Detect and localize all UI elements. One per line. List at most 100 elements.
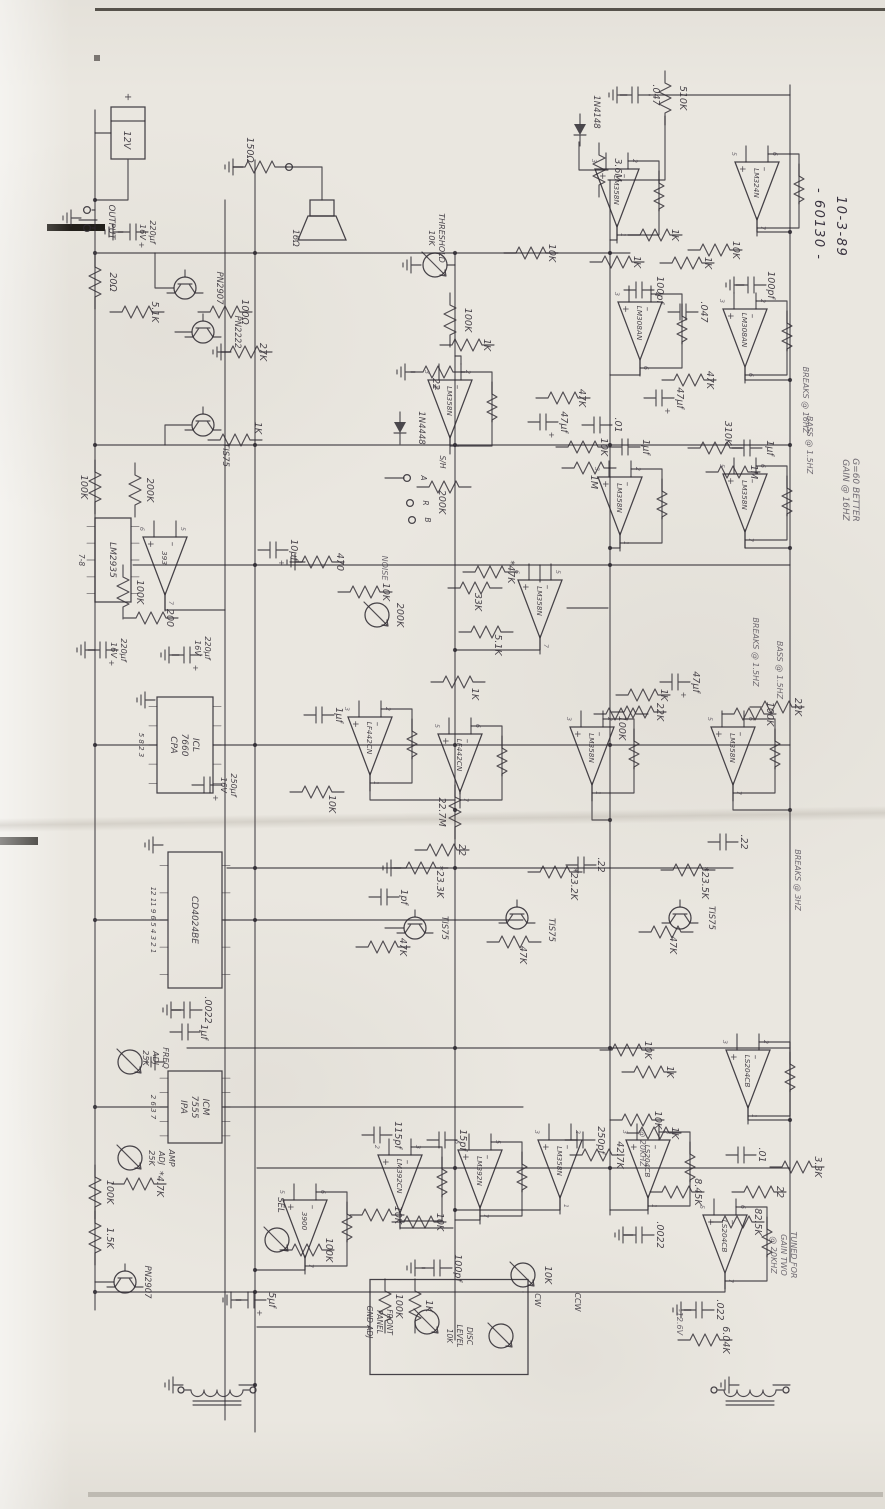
- transistor-symbol: [191, 320, 215, 344]
- component-label: TIS75: [546, 918, 556, 942]
- component-label: B: [423, 517, 432, 522]
- junction-dot: [787, 442, 793, 448]
- component-label: 510K: [677, 86, 688, 111]
- capacitor-symbol: [368, 888, 400, 906]
- opamp-label: LM308AN: [740, 313, 749, 348]
- pin-number: 5: [179, 527, 187, 531]
- component-label: TIS75: [439, 916, 449, 940]
- component-label: 47µf: [690, 671, 701, 694]
- jack-symbol: [82, 205, 92, 215]
- capacitor-symbol: [609, 438, 641, 456]
- component-label: 100pf: [654, 276, 665, 305]
- pin-number: 5: [278, 1190, 286, 1194]
- ground-symbol: [164, 1376, 184, 1394]
- opamp-label: LS204CB: [743, 1055, 752, 1088]
- component-label: 100pf: [452, 1254, 463, 1283]
- capacitor-symbol: [659, 673, 691, 691]
- transistor-leads: [661, 899, 699, 924]
- ic-label: ICM: [200, 1099, 210, 1116]
- component-label: 1K: [658, 689, 669, 702]
- wire: [454, 1205, 481, 1221]
- ground-symbol: [402, 256, 422, 274]
- opamp-label: LM358N: [587, 733, 596, 763]
- ic-label: 7660: [179, 734, 189, 757]
- junction-dot: [252, 865, 258, 871]
- component-label: R: [421, 500, 430, 505]
- component-label: 1pf: [398, 889, 409, 906]
- component-label: 100pf: [765, 271, 776, 300]
- scan-mark: [88, 1492, 883, 1497]
- wire: [609, 359, 641, 376]
- component-label: *23.3K: [434, 866, 445, 899]
- junction-dot: [252, 742, 258, 748]
- transistor-symbol: [191, 413, 215, 437]
- polarity-plus: +: [277, 560, 286, 567]
- component-label: 47K: [517, 946, 528, 965]
- junction-dot: [252, 1267, 258, 1273]
- opamp-label: 393: [160, 551, 169, 565]
- junction-dot: [92, 197, 98, 203]
- component-label: .022: [714, 1299, 725, 1320]
- polarity-plus: +: [107, 660, 116, 667]
- opamp-label: LF442CN: [455, 739, 464, 772]
- capacitor-symbol: [581, 416, 613, 434]
- wire: [578, 141, 609, 171]
- component-label: 33K: [472, 593, 483, 612]
- wire: [609, 1195, 649, 1211]
- component-label: 200: [164, 609, 175, 627]
- component-label: 1K: [252, 422, 263, 435]
- component-label: 47K: [704, 371, 715, 390]
- opamp-plus: +: [145, 540, 155, 548]
- opamp-minus: –: [307, 1205, 317, 1210]
- transistor-leads: [184, 406, 222, 431]
- component-label: 100K: [764, 702, 775, 727]
- component-label: TIS75: [220, 443, 230, 467]
- junction-dot: [92, 917, 98, 923]
- opamp-label: LM392N: [475, 1156, 484, 1186]
- opamp-plus: +: [713, 730, 723, 738]
- pin-number: 3: [533, 1130, 541, 1134]
- component-label: 10K: [380, 583, 391, 602]
- wire: [732, 782, 791, 811]
- component-label: DISCLEVEL10K: [445, 1325, 474, 1348]
- component-label: 22: [456, 844, 467, 856]
- ic-label: LM2935: [107, 542, 117, 578]
- transistor-symbol: [668, 906, 692, 930]
- junction-dot: [452, 807, 458, 813]
- capacitor-symbol: [235, 1291, 267, 1309]
- component-label: 10K: [392, 1206, 403, 1225]
- opamp-label: LS204CB: [720, 1220, 729, 1253]
- wire: [254, 1255, 306, 1271]
- drawing-date: 10-3-89: [833, 196, 848, 258]
- capacitor-symbol: [527, 413, 559, 431]
- opamp-plus: +: [380, 1158, 390, 1166]
- pin-number: 5: [554, 570, 562, 574]
- polarity-plus: +: [137, 242, 146, 249]
- junction-dot: [452, 1165, 458, 1171]
- pin-number: 3: [621, 1130, 629, 1134]
- component-label: *23.2K: [568, 868, 579, 901]
- rotated-schematic-layer: +++++++++–+LM358N231–+393567–+LF442CN231…: [62, 70, 860, 1433]
- component-label: 100K: [134, 580, 145, 605]
- component-label: 27K: [257, 343, 268, 362]
- capacitor-symbol: [257, 541, 289, 559]
- junction-dot: [787, 807, 793, 813]
- junction-dot: [607, 1165, 613, 1171]
- opamp-label: LM358N: [445, 386, 454, 416]
- junction-dot: [92, 250, 98, 256]
- pin-number: 3: [593, 467, 601, 471]
- component-label: 22K: [654, 703, 665, 722]
- component-label: 2 6 3 7: [149, 1095, 157, 1120]
- component-label: 1N4448: [416, 411, 426, 445]
- component-label: .0022: [202, 996, 213, 1023]
- resistor-symbol: [232, 160, 288, 174]
- component-label: 10K: [730, 241, 741, 260]
- note-label: BASS @ 1.5HZ: [805, 416, 814, 475]
- component-label: *47K: [505, 560, 516, 584]
- junction-dot: [252, 917, 258, 923]
- component-label: 150Ω: [244, 137, 255, 163]
- junction-dot: [607, 1045, 613, 1051]
- component-label: 20Ω: [107, 272, 118, 292]
- wire: [154, 252, 175, 289]
